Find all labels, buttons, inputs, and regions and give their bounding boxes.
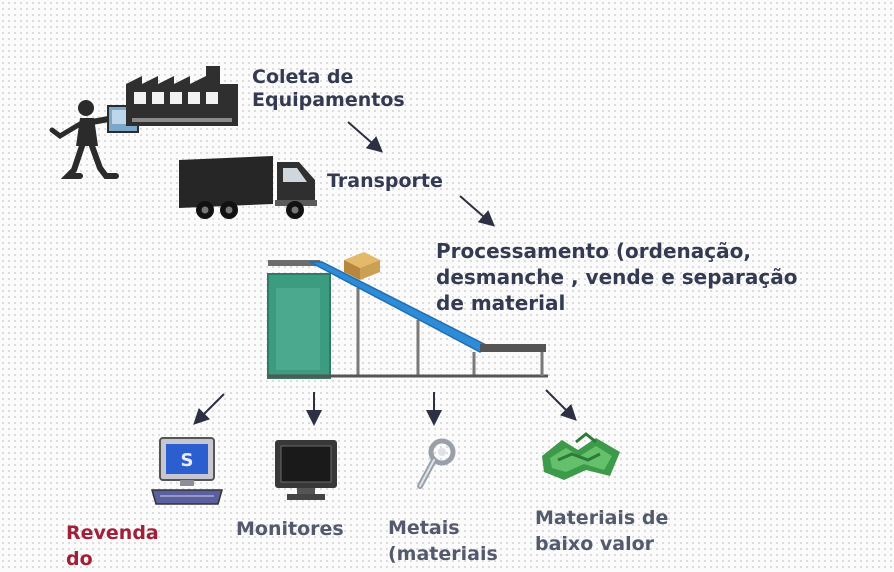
arrow-to-revenda [193, 393, 225, 425]
output-metais-line-1: Metais [388, 517, 460, 539]
step-coleta-line-1: Coleta de [252, 66, 354, 88]
step-coleta-line-2: Equipamentos [252, 89, 405, 111]
output-monitores-label: Monitores [236, 518, 344, 540]
arrow-transporte-processamento [459, 195, 496, 227]
step-transporte-label: Transporte [327, 170, 443, 192]
sorting-conveyor-icon [267, 260, 548, 379]
output-metais-label: Metais (materiais [388, 515, 498, 567]
scrap-materials-icon [542, 432, 620, 480]
step-coleta-label: Coleta de Equipamentos [252, 66, 405, 112]
truck-icon [179, 156, 317, 219]
arrow-to-materiais [545, 389, 577, 421]
step-processamento-line-2: desmanche , vende e separação [436, 265, 798, 289]
metal-tool-icon [417, 438, 456, 489]
output-metais-line-2: (materiais [388, 543, 498, 565]
output-revenda-line-2: do [66, 548, 93, 570]
svg-text:S: S [181, 450, 194, 471]
output-materiais-line-1: Materiais de [535, 507, 669, 529]
output-materiais-line-2: baixo valor [535, 533, 655, 555]
output-revenda-line-1: Revenda [66, 522, 159, 544]
step-processamento-line-1: Processamento (ordenação, [436, 239, 751, 263]
output-materiais-label: Materiais de baixo valor [535, 505, 668, 557]
box-icon [344, 252, 380, 280]
step-processamento-label: Processamento (ordenação, desmanche , ve… [436, 238, 797, 316]
output-revenda-label: Revenda do [66, 520, 159, 572]
computer-icon: S [151, 437, 223, 505]
step-processamento-line-3: de material [436, 291, 566, 315]
factory-icon [126, 66, 238, 126]
monitor-icon [275, 440, 337, 500]
arrow-coleta-transporte [347, 121, 384, 153]
